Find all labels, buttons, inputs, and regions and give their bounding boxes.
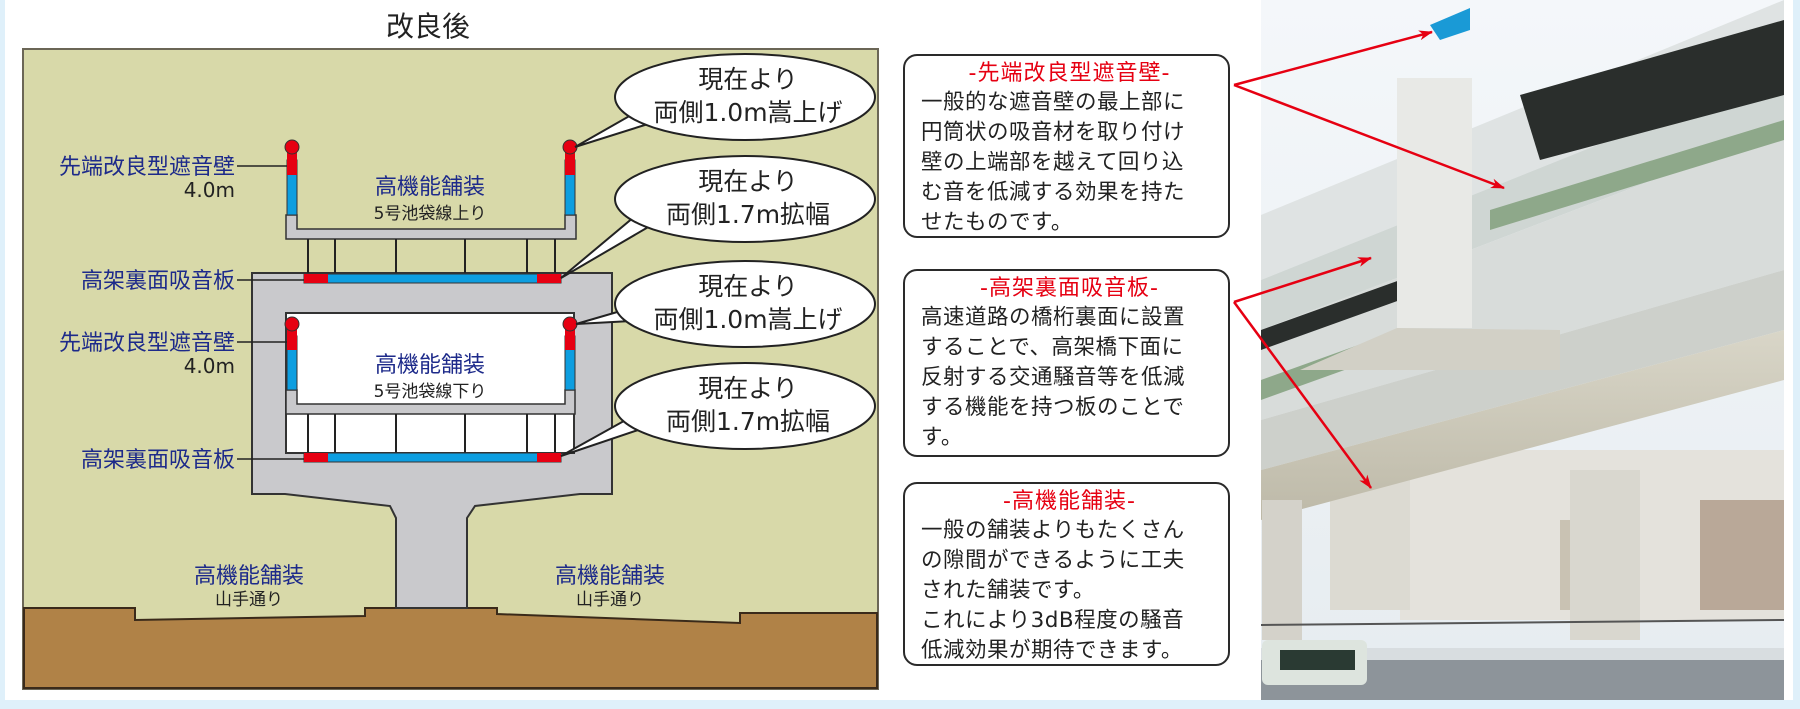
upper-deck <box>284 139 578 284</box>
pointer-arrows <box>1232 30 1505 489</box>
noise-wall-label: 先端改良型遮音壁 <box>59 155 235 180</box>
explanation-line: 低減効果が期待できます。 <box>921 638 1183 663</box>
explanation-line: 円筒状の吸音材を取り付け <box>921 120 1186 145</box>
speech-bubble <box>574 53 876 148</box>
absorber-panel-label: 高架裏面吸音板 <box>81 448 235 473</box>
absorber-cylinder <box>562 316 578 332</box>
explanation-line: することで、高架橋下面に <box>921 335 1184 360</box>
explanation-line: す。 <box>921 425 963 450</box>
bubble-line2: 両側1.7m拡幅 <box>666 200 830 229</box>
explanation-line: む音を低減する効果を持た <box>921 180 1186 205</box>
bubble-line1: 現在より <box>698 272 798 301</box>
explanation-title: -高架裏面吸音板- <box>980 276 1159 301</box>
speech-bubble <box>575 260 876 348</box>
pavement-label: 高機能舗装 <box>555 564 665 589</box>
bubble-line2: 両側1.7m拡幅 <box>666 407 830 436</box>
wall-height: 4.0m <box>184 178 235 202</box>
explanation-line: された舗装です。 <box>921 578 1095 603</box>
bubble-line1: 現在より <box>698 65 798 94</box>
explanation-line: 一般的な遮音壁の最上部に <box>921 90 1186 115</box>
speech-bubble <box>560 155 876 279</box>
absorber-cylinder <box>284 139 300 155</box>
lower-deck <box>284 316 578 463</box>
underside-absorber-panel <box>303 273 562 284</box>
underside-absorber-panel <box>303 452 562 463</box>
explanation-line: せたものです。 <box>921 210 1073 235</box>
explanation-line: する機能を持つ板のことで <box>921 395 1185 420</box>
pavement-label: 高機能舗装 <box>375 175 485 200</box>
ground-route-label: 山手通り <box>215 590 283 610</box>
diagram-title: 改良後 <box>386 10 470 43</box>
noise-wall-label: 先端改良型遮音壁 <box>59 331 235 356</box>
explanation-noise-wall: -先端改良型遮音壁- 一般的な遮音壁の最上部に 円筒状の吸音材を取り付け 壁の上… <box>903 54 1230 238</box>
explanation-line: の隙間ができるように工夫 <box>921 548 1185 573</box>
wall-height: 4.0m <box>184 354 235 378</box>
explanation-line: 反射する交通騒音等を低減 <box>921 365 1186 390</box>
ground <box>23 607 878 689</box>
pavement-label: 高機能舗装 <box>375 353 485 378</box>
explanation-absorber-panel: -高架裏面吸音板- 高速道路の橋桁裏面に設置 することで、高架橋下面に 反射する… <box>903 269 1230 457</box>
highway-photo <box>1261 0 1784 700</box>
bubble-line2: 両側1.0m嵩上げ <box>653 305 842 334</box>
explanation-title: -高機能舗装- <box>1003 489 1136 514</box>
speech-bubble <box>560 362 876 457</box>
ground-route-label: 山手通り <box>576 590 644 610</box>
lower-route-label: 5号池袋線下り <box>374 382 487 402</box>
explanation-line: 一般の舗装よりもたくさん <box>921 518 1185 543</box>
explanation-title: -先端改良型遮音壁- <box>968 61 1171 86</box>
upper-route-label: 5号池袋線上り <box>374 204 487 224</box>
bubble-line1: 現在より <box>698 374 798 403</box>
absorber-cylinder <box>284 316 300 332</box>
explanation-line: 壁の上端部を越えて回り込 <box>921 150 1184 175</box>
explanation-pavement: -高機能舗装- 一般の舗装よりもたくさん の隙間ができるように工夫 された舗装で… <box>903 482 1230 666</box>
pavement-label: 高機能舗装 <box>194 564 304 589</box>
absorber-panel-label: 高架裏面吸音板 <box>81 269 235 294</box>
bubble-line2: 両側1.0m嵩上げ <box>653 98 842 127</box>
explanation-line: これにより3dB程度の騒音 <box>921 608 1185 633</box>
cross-section-diagram: 先端改良型遮音壁 4.0m 高架裏面吸音板 先端改良型遮音壁 4.0m 高架裏面… <box>22 48 879 690</box>
explanation-line: 高速道路の橋桁裏面に設置 <box>921 305 1186 330</box>
bubble-line1: 現在より <box>698 167 798 196</box>
